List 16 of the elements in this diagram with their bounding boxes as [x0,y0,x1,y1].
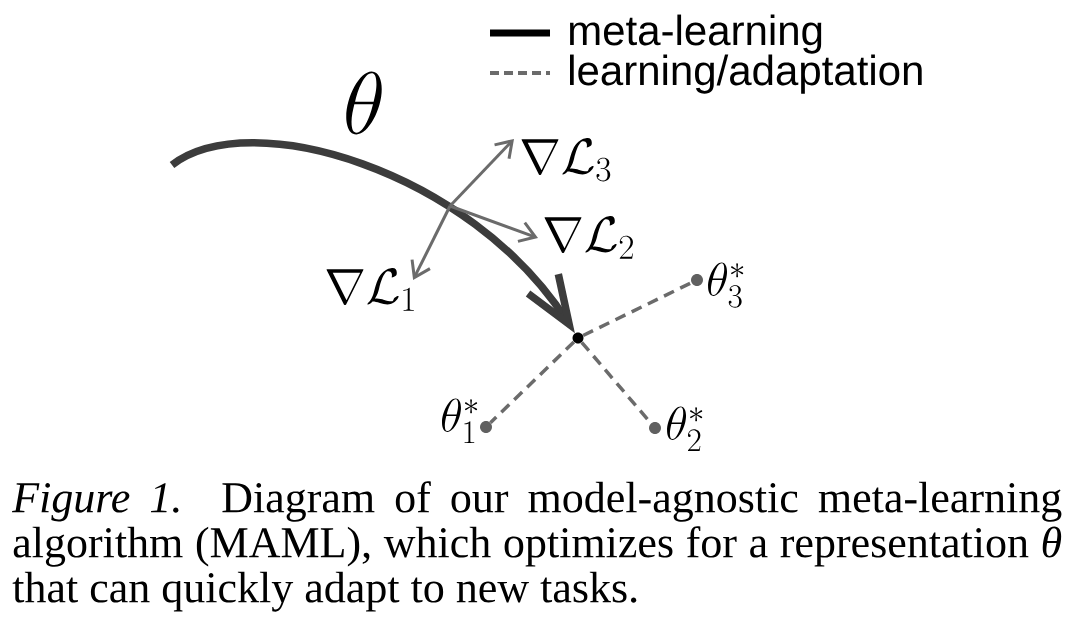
point-label: $\theta^*_2$ [667,406,703,452]
arrow [449,204,538,243]
gradient-label: $\nabla\mathcal{L}_2$ [544,216,633,259]
edge-label: $\theta$ [346,71,382,135]
curved-arrow [170,139,575,334]
gradient-label: $\nabla\mathcal{L}_1$ [326,268,414,311]
arrow [410,205,452,280]
point-label: $\theta^*_1$ [442,398,478,444]
legend-label: learning/adaptation [570,54,922,94]
dashed-line [582,281,693,338]
gradient-label: $\nabla\mathcal{L}_3$ [521,138,611,182]
point-label: $\theta^*_3$ [708,262,744,308]
caption: Figure 1. Diagram of our model-agnostic meta-learning algorithm (MAML), which optimizes for a representation θ that can quickly adapt to new tasks. [11,481,1062,612]
legend-label: meta-learning [570,14,822,54]
dashed-line [489,340,576,424]
arrow [448,138,514,208]
